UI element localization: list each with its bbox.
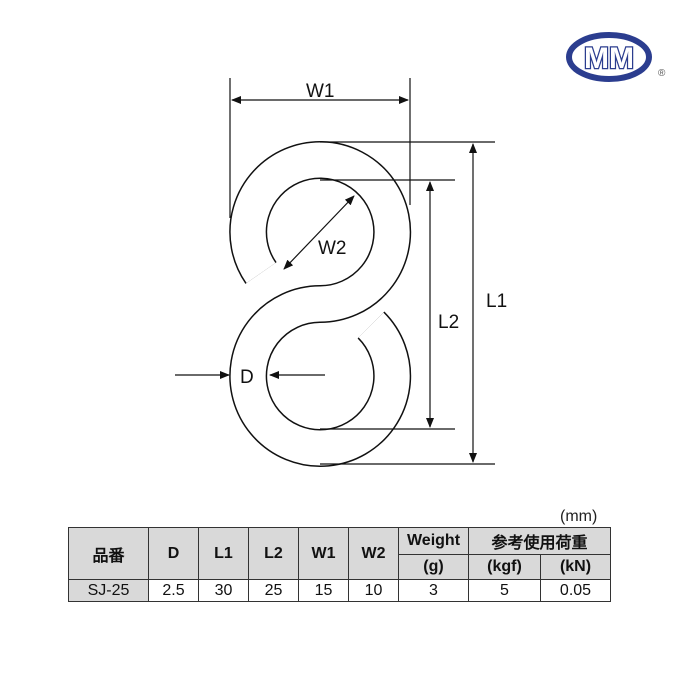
table-row: SJ-25 2.5 30 25 15 10 3 5 0.05: [68, 579, 611, 602]
cell-kgf: 5: [468, 579, 541, 602]
unit-label: (mm): [560, 508, 598, 525]
header-w2: W2: [348, 527, 399, 580]
header-kgf: (kgf): [468, 554, 541, 580]
cell-d: 2.5: [148, 579, 199, 602]
cell-l1: 30: [198, 579, 249, 602]
label-l2: L2: [438, 312, 459, 333]
header-w1: W1: [298, 527, 349, 580]
spec-table: 品番 D L1 L2 W1 W2 Weight 参考使用荷重 (g) (kgf)…: [68, 527, 611, 602]
header-kn: (kN): [540, 554, 611, 580]
header-l1: L1: [198, 527, 249, 580]
header-part-no: 品番: [68, 527, 149, 580]
header-load: 参考使用荷重: [468, 527, 611, 555]
header-l2: L2: [248, 527, 299, 580]
label-l1: L1: [486, 291, 507, 312]
cell-l2: 25: [248, 579, 299, 602]
cell-w2: 10: [348, 579, 399, 602]
svg-text:MM: MM: [584, 42, 634, 75]
label-w1: W1: [306, 81, 335, 102]
label-d: D: [240, 367, 254, 388]
brand-logo: MM ®: [566, 32, 666, 82]
cell-part-no: SJ-25: [68, 579, 149, 602]
label-w2: W2: [318, 238, 347, 259]
header-weight-unit: (g): [398, 554, 469, 580]
cell-w1: 15: [298, 579, 349, 602]
svg-text:®: ®: [658, 68, 666, 79]
cell-weight: 3: [398, 579, 469, 602]
header-d: D: [148, 527, 199, 580]
dimension-lines: [175, 78, 495, 465]
header-weight: Weight: [398, 527, 469, 555]
s-hook-shape: [229, 141, 412, 467]
cell-kn: 0.05: [540, 579, 611, 602]
